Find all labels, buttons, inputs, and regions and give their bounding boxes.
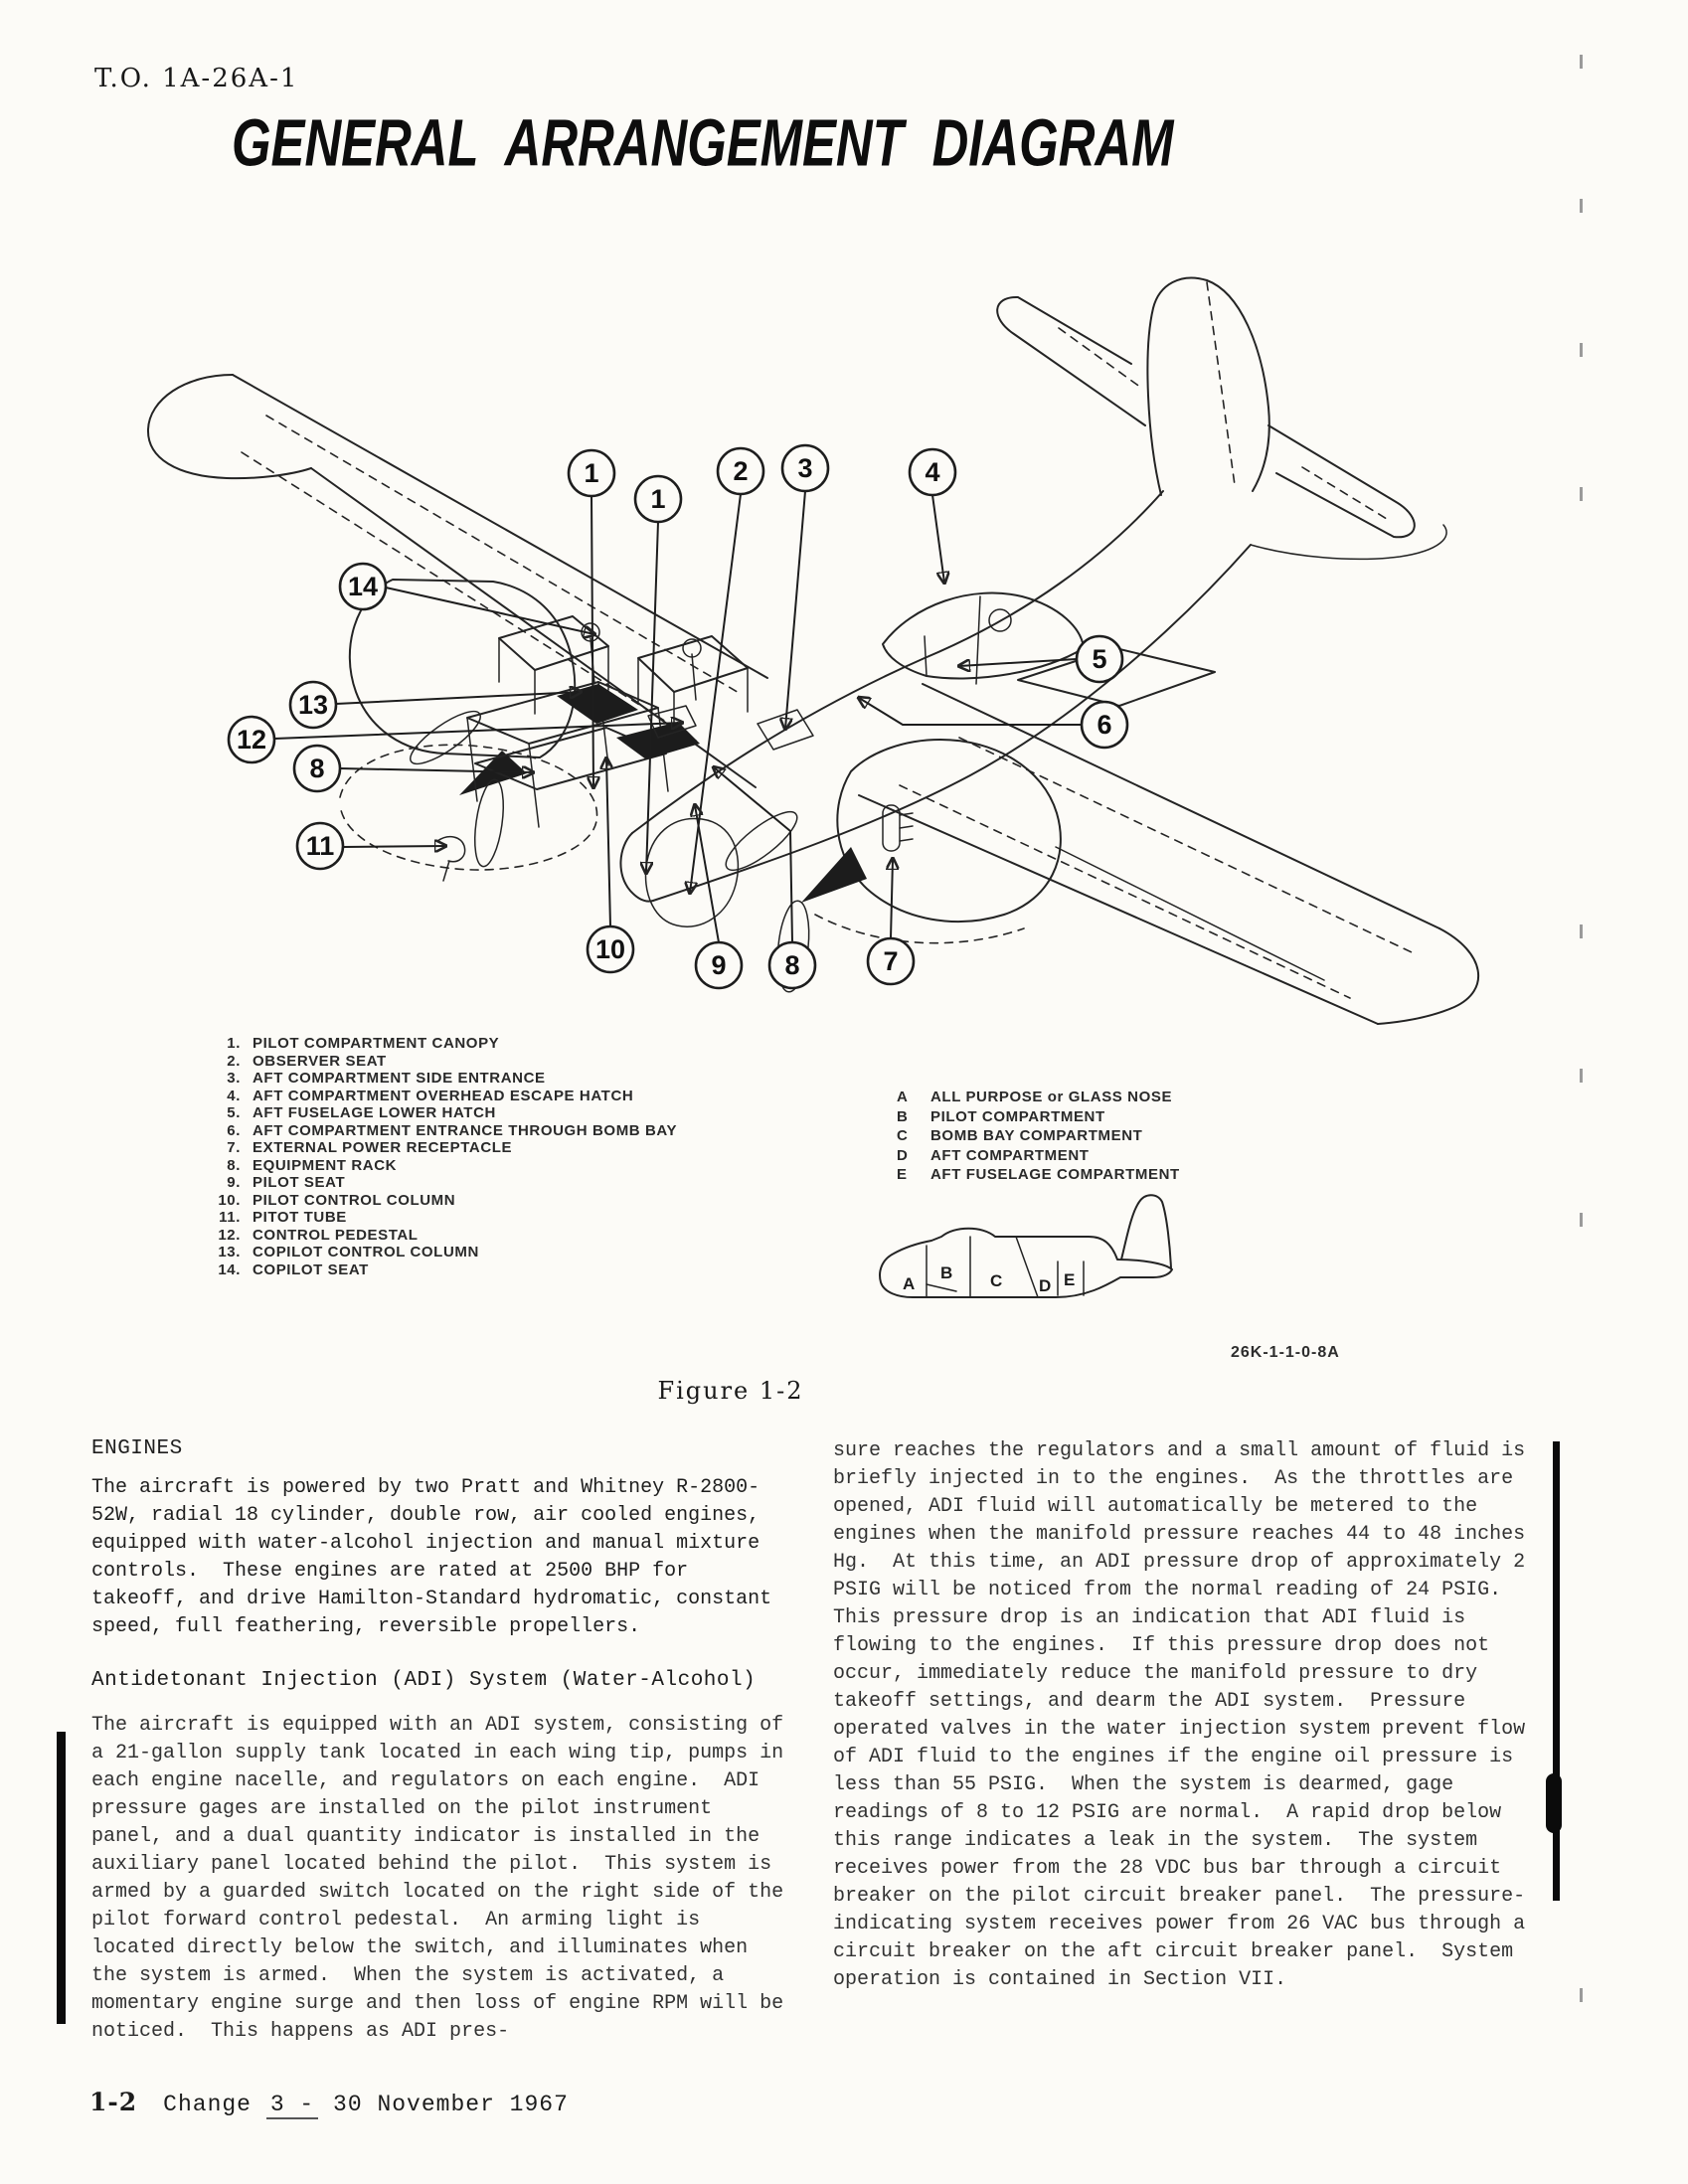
svg-text:B: B	[940, 1263, 952, 1282]
figure-caption: Figure 1-2	[657, 1377, 804, 1405]
legend-item: 1.PILOT COMPARTMENT CANOPY	[227, 1035, 500, 1052]
callout-8b: 8	[714, 767, 817, 990]
legend-item: 6.AFT COMPARTMENT ENTRANCE THROUGH BOMB …	[227, 1121, 678, 1139]
legend-item: 9.PILOT SEAT	[227, 1174, 346, 1191]
scan-mark	[1580, 487, 1583, 501]
callout-3: 3	[782, 443, 830, 729]
change-label: Change	[163, 2092, 252, 2117]
page-number: 1-2	[89, 2088, 138, 2116]
svg-text:7: 7	[883, 946, 898, 976]
svg-text:9: 9	[711, 950, 726, 980]
svg-text:1: 1	[650, 484, 665, 514]
callout-4: 4	[908, 447, 957, 583]
callout-10: 10	[586, 758, 635, 974]
svg-text:14: 14	[348, 572, 378, 601]
legend-item: 12.CONTROL PEDESTAL	[218, 1226, 419, 1244]
callout-5: 5	[959, 634, 1124, 684]
legend-item: 8.EQUIPMENT RACK	[227, 1156, 398, 1174]
svg-text:4: 4	[925, 457, 939, 487]
scan-mark	[1580, 1213, 1583, 1227]
scan-mark	[1580, 199, 1583, 213]
callout-9: 9	[695, 805, 744, 990]
svg-text:8: 8	[309, 754, 324, 783]
svg-text:12: 12	[237, 725, 266, 755]
technical-order-number: T.O. 1A-26A-1	[94, 64, 299, 93]
legend-item: 11.PITOT TUBE	[219, 1209, 347, 1226]
callout-12: 12	[227, 715, 682, 764]
scan-mark	[1580, 343, 1583, 357]
scan-mark	[1580, 55, 1583, 69]
callout-14: 14	[338, 562, 594, 634]
legend-item: 13.COPILOT CONTROL COLUMN	[218, 1244, 479, 1260]
fuselage-sideview-diagram: A B C D E	[879, 1194, 1173, 1298]
svg-text:3: 3	[797, 453, 812, 483]
change-bar-mark	[1546, 1773, 1562, 1833]
figure-reference-number: 26K-1-1-0-8A	[1231, 1344, 1340, 1361]
section-heading-engines: ENGINES	[91, 1437, 183, 1460]
svg-text:8: 8	[784, 950, 799, 980]
legend-item: 7.EXTERNAL POWER RECEPTACLE	[227, 1139, 513, 1156]
legend-item: 3.AFT COMPARTMENT SIDE ENTRANCE	[227, 1070, 546, 1087]
legend-item: 5.AFT FUSELAGE LOWER HATCH	[227, 1104, 496, 1121]
callout-13: 13	[288, 680, 581, 730]
page-title: GENERAL ARRANGEMENT DIAGRAM	[232, 106, 1174, 181]
page-footer: 1-2 Change 3 - 30 November 1967	[89, 2088, 569, 2119]
svg-text:5: 5	[1092, 644, 1106, 674]
sideview-section-letters: A B C D E	[903, 1263, 1075, 1295]
aircraft-arrangement-diagram: 1 1 2 3 4 5 6	[146, 276, 1480, 1025]
svg-text:11: 11	[306, 831, 335, 861]
sideview-outline	[879, 1194, 1173, 1298]
svg-text:A: A	[903, 1274, 915, 1293]
left-column: ENGINES The aircraft is powered by two P…	[91, 1437, 789, 2046]
callout-1b: 1	[633, 474, 683, 873]
section-heading-adi: Antidetonant Injection (ADI) System (Wat…	[91, 1669, 757, 1692]
legend-item: 2.OBSERVER SEAT	[227, 1052, 387, 1070]
aircraft-line-art	[146, 276, 1480, 1025]
svg-text:6: 6	[1097, 710, 1111, 740]
legend-item: 14.COPILOT SEAT	[218, 1260, 369, 1278]
callout-11: 11	[295, 821, 445, 871]
callout-7: 7	[866, 859, 916, 986]
svg-text:D: D	[1039, 1276, 1051, 1295]
right-column: sure reaches the regulators and a small …	[833, 1437, 1531, 1994]
legend-item: 4.AFT COMPARTMENT OVERHEAD ESCAPE HATCH	[227, 1087, 634, 1104]
adi-paragraph-right: sure reaches the regulators and a small …	[833, 1439, 1538, 1991]
change-number: 3 -	[265, 2092, 319, 2119]
change-bar-right	[1553, 1441, 1560, 1901]
svg-text:1: 1	[584, 458, 598, 488]
legend-item: 10.PILOT CONTROL COLUMN	[218, 1191, 456, 1209]
callout-8a: 8	[292, 744, 533, 793]
svg-text:C: C	[990, 1271, 1002, 1290]
scan-mark	[1580, 1069, 1583, 1083]
svg-text:10: 10	[595, 934, 625, 964]
callout-6: 6	[859, 698, 1129, 750]
svg-text:E: E	[1064, 1270, 1075, 1289]
callout-1a: 1	[567, 448, 616, 787]
svg-text:2: 2	[733, 456, 748, 486]
adi-paragraph-left: The aircraft is equipped with an ADI sys…	[91, 1714, 796, 2043]
engines-paragraph: The aircraft is powered by two Pratt and…	[91, 1476, 784, 1638]
change-date: 30 November 1967	[333, 2092, 569, 2117]
scan-mark	[1580, 924, 1583, 938]
change-bar-left	[57, 1732, 66, 2024]
diagram-callouts: 1 1 2 3 4 5 6	[227, 443, 1129, 990]
svg-text:13: 13	[298, 690, 328, 720]
scan-mark	[1580, 1988, 1583, 2002]
numbered-legend: 1.PILOT COMPARTMENT CANOPY 2.OBSERVER SE…	[211, 1035, 677, 1278]
